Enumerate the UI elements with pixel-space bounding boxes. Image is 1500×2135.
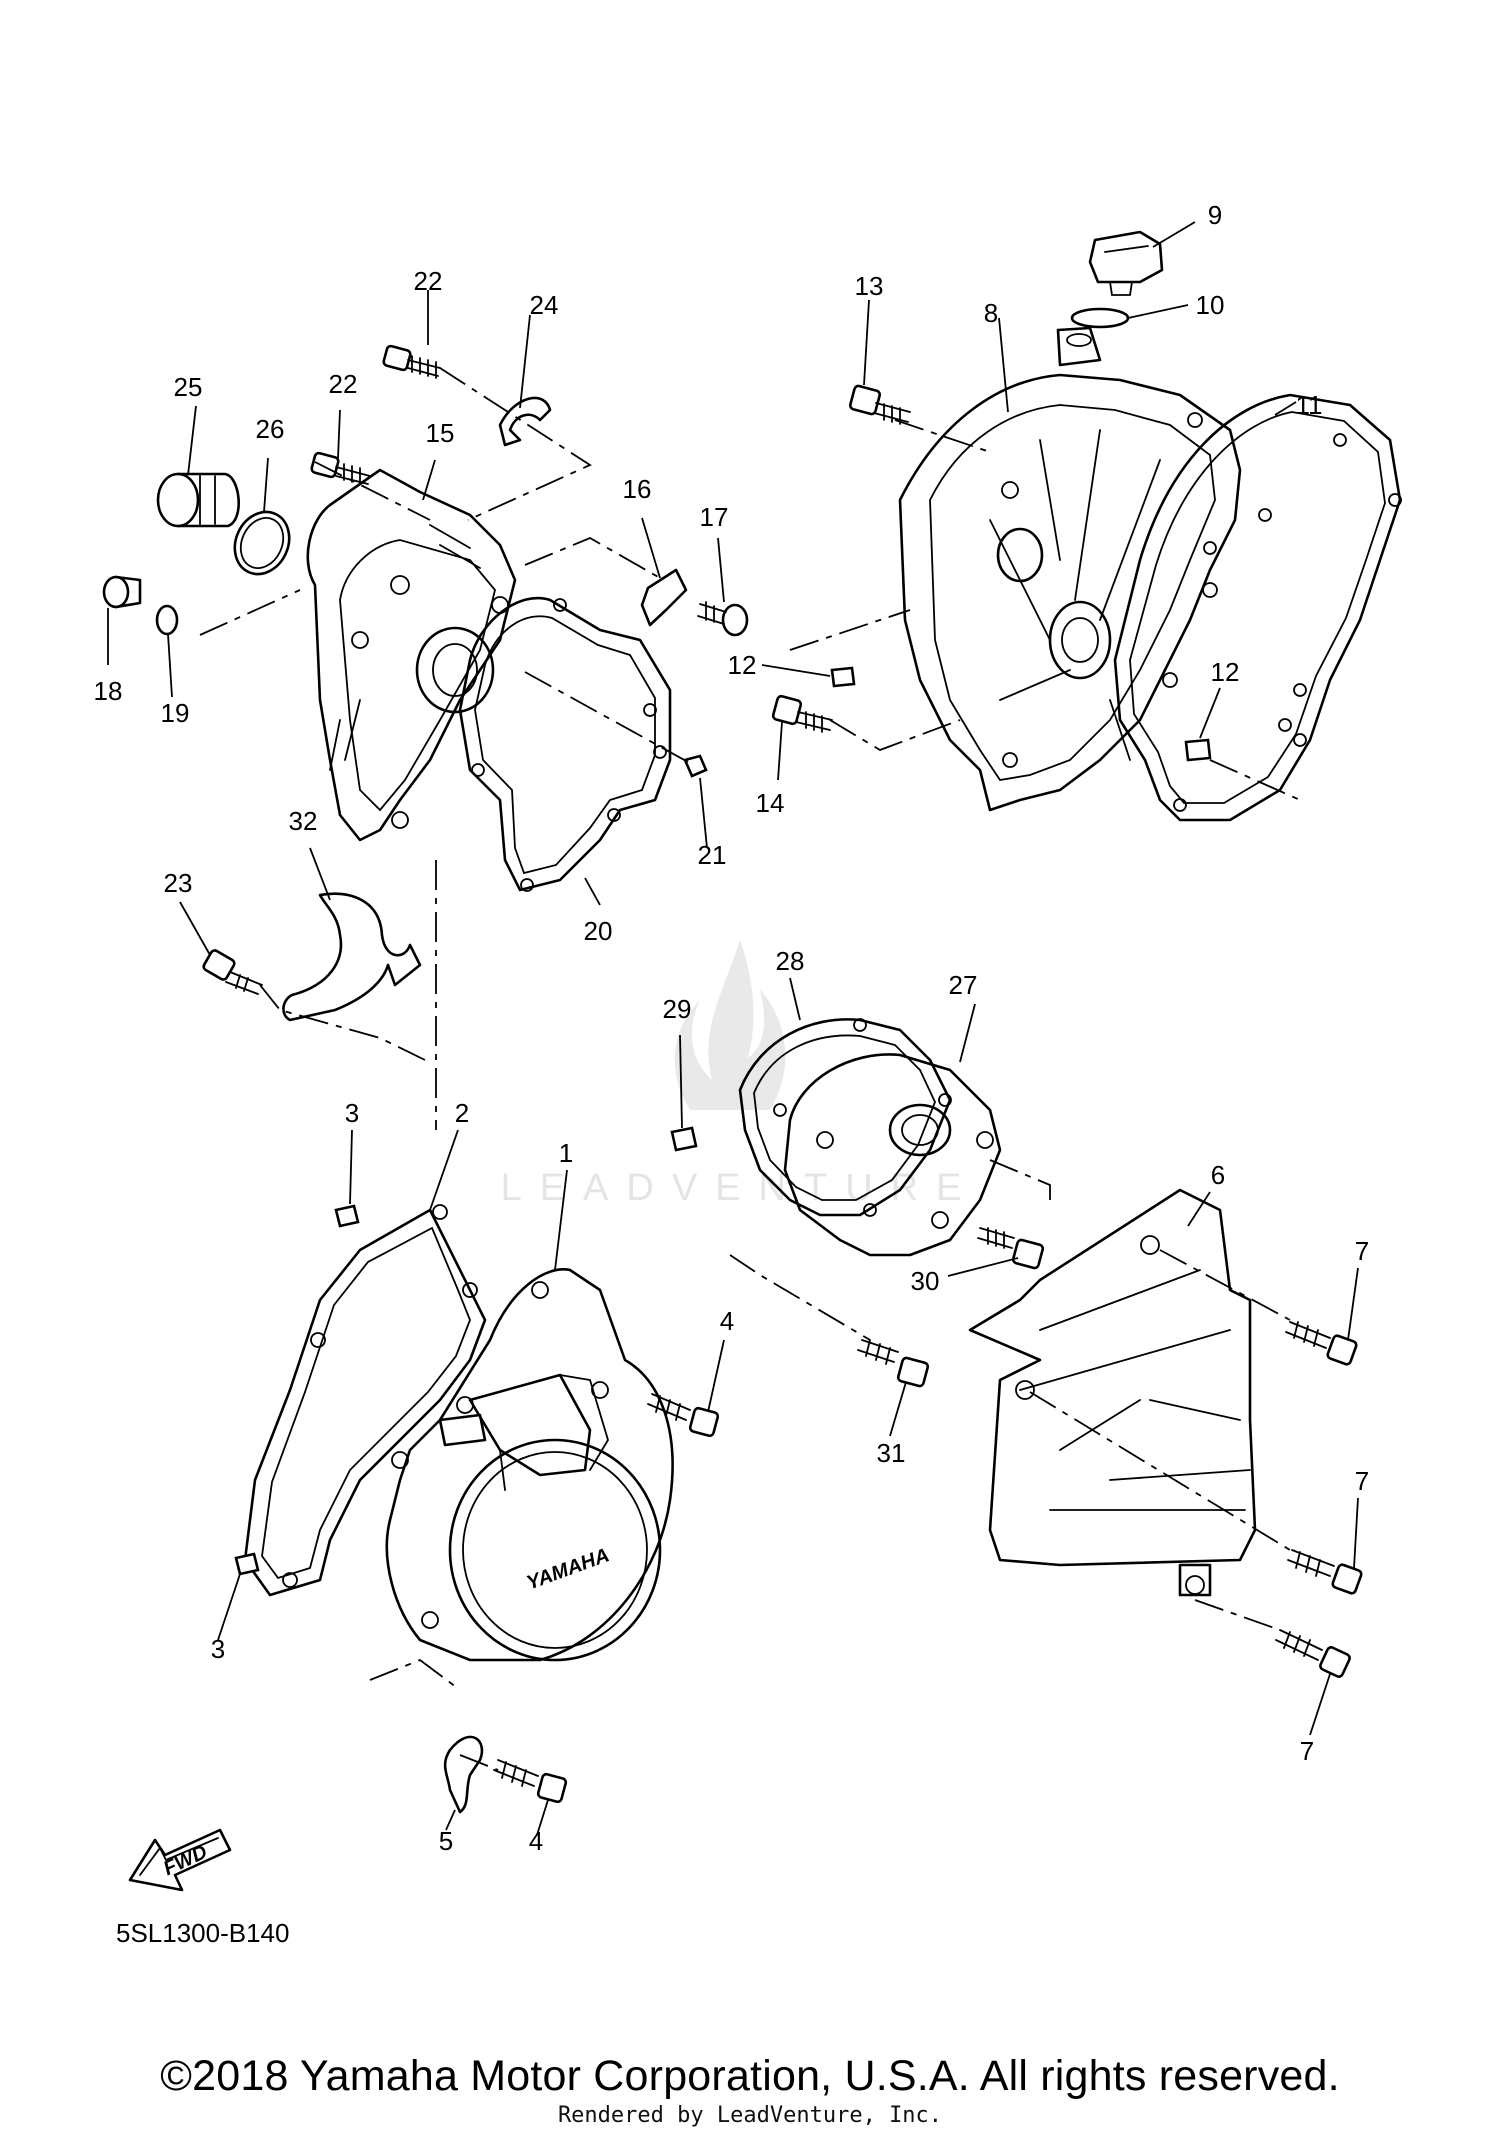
diagram-code: 5SL1300-B140 bbox=[116, 1918, 290, 1948]
fwd-arrow-icon: FWD bbox=[128, 1828, 232, 1892]
part-24-clamp bbox=[498, 396, 552, 447]
callout-12: 12 bbox=[728, 650, 757, 680]
part-31-bolt bbox=[857, 1339, 930, 1388]
callout-4: 4 bbox=[720, 1306, 734, 1336]
callout-30: 30 bbox=[911, 1266, 940, 1296]
part-5-clamp bbox=[443, 1735, 484, 1814]
part-28-gasket bbox=[738, 1018, 952, 1217]
copyright-notice: ©2018 Yamaha Motor Corporation, U.S.A. A… bbox=[160, 2052, 1340, 2100]
part-22-bolt-b bbox=[310, 451, 371, 485]
callout-8: 8 bbox=[984, 298, 998, 328]
callout-27: 27 bbox=[949, 970, 978, 1000]
callout-25: 25 bbox=[174, 372, 203, 402]
part-25-plug bbox=[156, 472, 240, 528]
part-6-sprocket-cover bbox=[968, 1188, 1257, 1597]
callout-15: 15 bbox=[426, 418, 455, 448]
part-12-dowel-b bbox=[1184, 738, 1212, 762]
part-13-bolt bbox=[848, 384, 911, 425]
part-4-bolt-a bbox=[647, 1393, 720, 1438]
part-8-clutch-cover bbox=[898, 326, 1242, 812]
leader-lines bbox=[107, 221, 1359, 1836]
callout-9: 9 bbox=[1208, 200, 1222, 230]
callout-28: 28 bbox=[776, 946, 805, 976]
callout-29: 29 bbox=[663, 994, 692, 1024]
callout-4: 4 bbox=[529, 1826, 543, 1856]
part-7-bolt-b bbox=[1287, 1549, 1363, 1595]
callout-7: 7 bbox=[1355, 1236, 1369, 1266]
part-10-oring bbox=[1070, 307, 1130, 329]
callout-6: 6 bbox=[1211, 1160, 1225, 1190]
part-18-bolt bbox=[102, 575, 142, 609]
part-4-bolt-b bbox=[493, 1759, 568, 1804]
part-1-generator-cover: YAMAHA bbox=[385, 1268, 674, 1662]
part-22-bolt-a bbox=[382, 344, 441, 379]
part-32-bracket bbox=[282, 892, 422, 1022]
callout-31: 31 bbox=[877, 1438, 906, 1468]
callout-17: 17 bbox=[700, 502, 729, 532]
callout-20: 20 bbox=[584, 916, 613, 946]
watermark-flame-icon bbox=[674, 940, 786, 1110]
callout-22: 22 bbox=[329, 369, 358, 399]
part-26-oring bbox=[233, 510, 291, 576]
callout-5: 5 bbox=[439, 1826, 453, 1856]
part-2-gasket bbox=[243, 1204, 487, 1597]
callout-21: 21 bbox=[698, 840, 727, 870]
callout-26: 26 bbox=[256, 414, 285, 444]
callout-24: 24 bbox=[530, 290, 559, 320]
watermark: LEADVENTURE bbox=[501, 940, 980, 1209]
callout-22: 22 bbox=[414, 266, 443, 296]
watermark-text: LEADVENTURE bbox=[501, 1167, 980, 1209]
part-20-gasket bbox=[458, 596, 672, 892]
part-9-cap bbox=[1088, 230, 1164, 296]
callout-13: 13 bbox=[855, 271, 884, 301]
callout-11: 11 bbox=[1296, 390, 1323, 420]
part-27-pickup-cover bbox=[783, 1053, 1002, 1257]
callout-3: 3 bbox=[211, 1634, 225, 1664]
part-3-dowel-b bbox=[234, 1552, 260, 1576]
rendered-by-credit: Rendered by LeadVenture, Inc. bbox=[557, 2103, 943, 2128]
callout-14: 14 bbox=[756, 788, 785, 818]
part-7-bolt-a bbox=[1285, 1321, 1358, 1366]
callout-18: 18 bbox=[94, 676, 123, 706]
callout-3: 3 bbox=[345, 1098, 359, 1128]
callout-12: 12 bbox=[1211, 657, 1240, 687]
part-7-bolt-c bbox=[1275, 1629, 1351, 1678]
callout-7: 7 bbox=[1355, 1466, 1369, 1496]
callout-1: 1 bbox=[559, 1138, 573, 1168]
part-19-washer bbox=[155, 604, 179, 636]
center-lines bbox=[199, 367, 1301, 1771]
part-15-cover bbox=[306, 468, 517, 842]
callout-2: 2 bbox=[455, 1098, 469, 1128]
part-12-dowel-a bbox=[830, 666, 856, 688]
part-29-dowel bbox=[670, 1126, 698, 1152]
part-21-dowel bbox=[683, 754, 708, 778]
part-14-bolt bbox=[771, 694, 833, 733]
part-23-bolt bbox=[202, 949, 263, 995]
cover-brand-logo: YAMAHA bbox=[524, 1544, 613, 1594]
callout-10: 10 bbox=[1196, 290, 1225, 320]
callout-16: 16 bbox=[623, 474, 652, 504]
callouts: 22 24 22 25 26 15 16 17 18 19 21 20 32 2… bbox=[94, 200, 1370, 1856]
callout-7: 7 bbox=[1300, 1736, 1314, 1766]
callout-32: 32 bbox=[289, 806, 318, 836]
part-17-screw bbox=[697, 601, 749, 637]
part-16-clip bbox=[640, 568, 688, 627]
part-11-gasket bbox=[1113, 393, 1402, 822]
callout-23: 23 bbox=[164, 868, 193, 898]
part-3-dowel-a bbox=[334, 1204, 360, 1228]
part-30-bolt bbox=[977, 1227, 1045, 1270]
callout-19: 19 bbox=[161, 698, 190, 728]
